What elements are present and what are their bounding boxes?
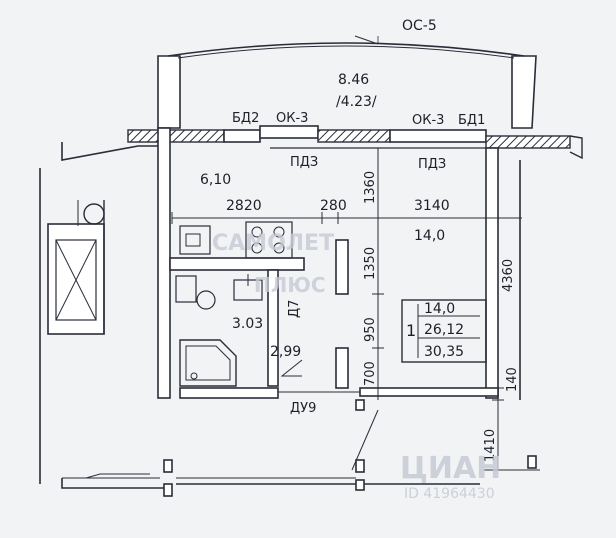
dim-700: 700 xyxy=(363,361,378,386)
window-right-label: ОК-3 xyxy=(412,113,444,128)
dim-950: 950 xyxy=(363,317,378,342)
summary-with-balcony: 30,35 xyxy=(424,344,464,360)
watermark-plus: ПЛЮС xyxy=(254,273,326,297)
door-bath-label: Д7 xyxy=(287,300,302,318)
balcony-area-reduced: /4.23/ xyxy=(336,94,377,110)
window-left-label: ОК-3 xyxy=(276,111,308,126)
balcony xyxy=(157,35,537,129)
lintel-right-label: ПДЗ xyxy=(418,157,446,172)
dim-280: 280 xyxy=(320,198,347,214)
hall-area: 2,99 xyxy=(270,344,301,360)
summary-rooms: 1 xyxy=(406,321,416,340)
bathroom-fixtures xyxy=(175,274,263,387)
balcony-area: 8.46 xyxy=(338,72,369,88)
room-area: 14,0 xyxy=(414,228,445,244)
balcony-mark: ОС-5 xyxy=(402,18,437,34)
lintel-left-label: ПДЗ xyxy=(290,155,318,170)
dim-4360: 4360 xyxy=(501,259,516,292)
summary-total: 26,12 xyxy=(424,322,464,338)
dim-1350: 1350 xyxy=(363,247,378,280)
exterior-wall-top xyxy=(61,125,583,161)
kitchen-fixtures xyxy=(179,221,293,259)
dim-1410: 1410 xyxy=(483,429,498,462)
corridor-outline xyxy=(61,399,537,497)
balcony-block-right: БД1 xyxy=(458,113,485,128)
bath-area: 3.03 xyxy=(232,316,263,332)
door-entry-label: ДУ9 xyxy=(290,401,316,416)
summary-box xyxy=(401,299,487,363)
dimension-lines xyxy=(171,148,540,471)
adjacent-block xyxy=(39,168,105,484)
dim-2820: 2820 xyxy=(226,198,262,214)
watermark-samolet: САМОЛЕТ xyxy=(212,231,334,256)
summary-living: 14,0 xyxy=(424,301,455,317)
balcony-block-left: БД2 xyxy=(232,111,259,126)
kitchen-area: 6,10 xyxy=(200,172,231,188)
dim-1360: 1360 xyxy=(363,171,378,204)
dim-140: 140 xyxy=(505,367,520,392)
interior-walls xyxy=(157,127,521,400)
watermark-cian: ЦИАН xyxy=(400,451,501,486)
watermark-cian-id: ID 41964430 xyxy=(404,486,495,502)
dim-3140: 3140 xyxy=(414,198,450,214)
